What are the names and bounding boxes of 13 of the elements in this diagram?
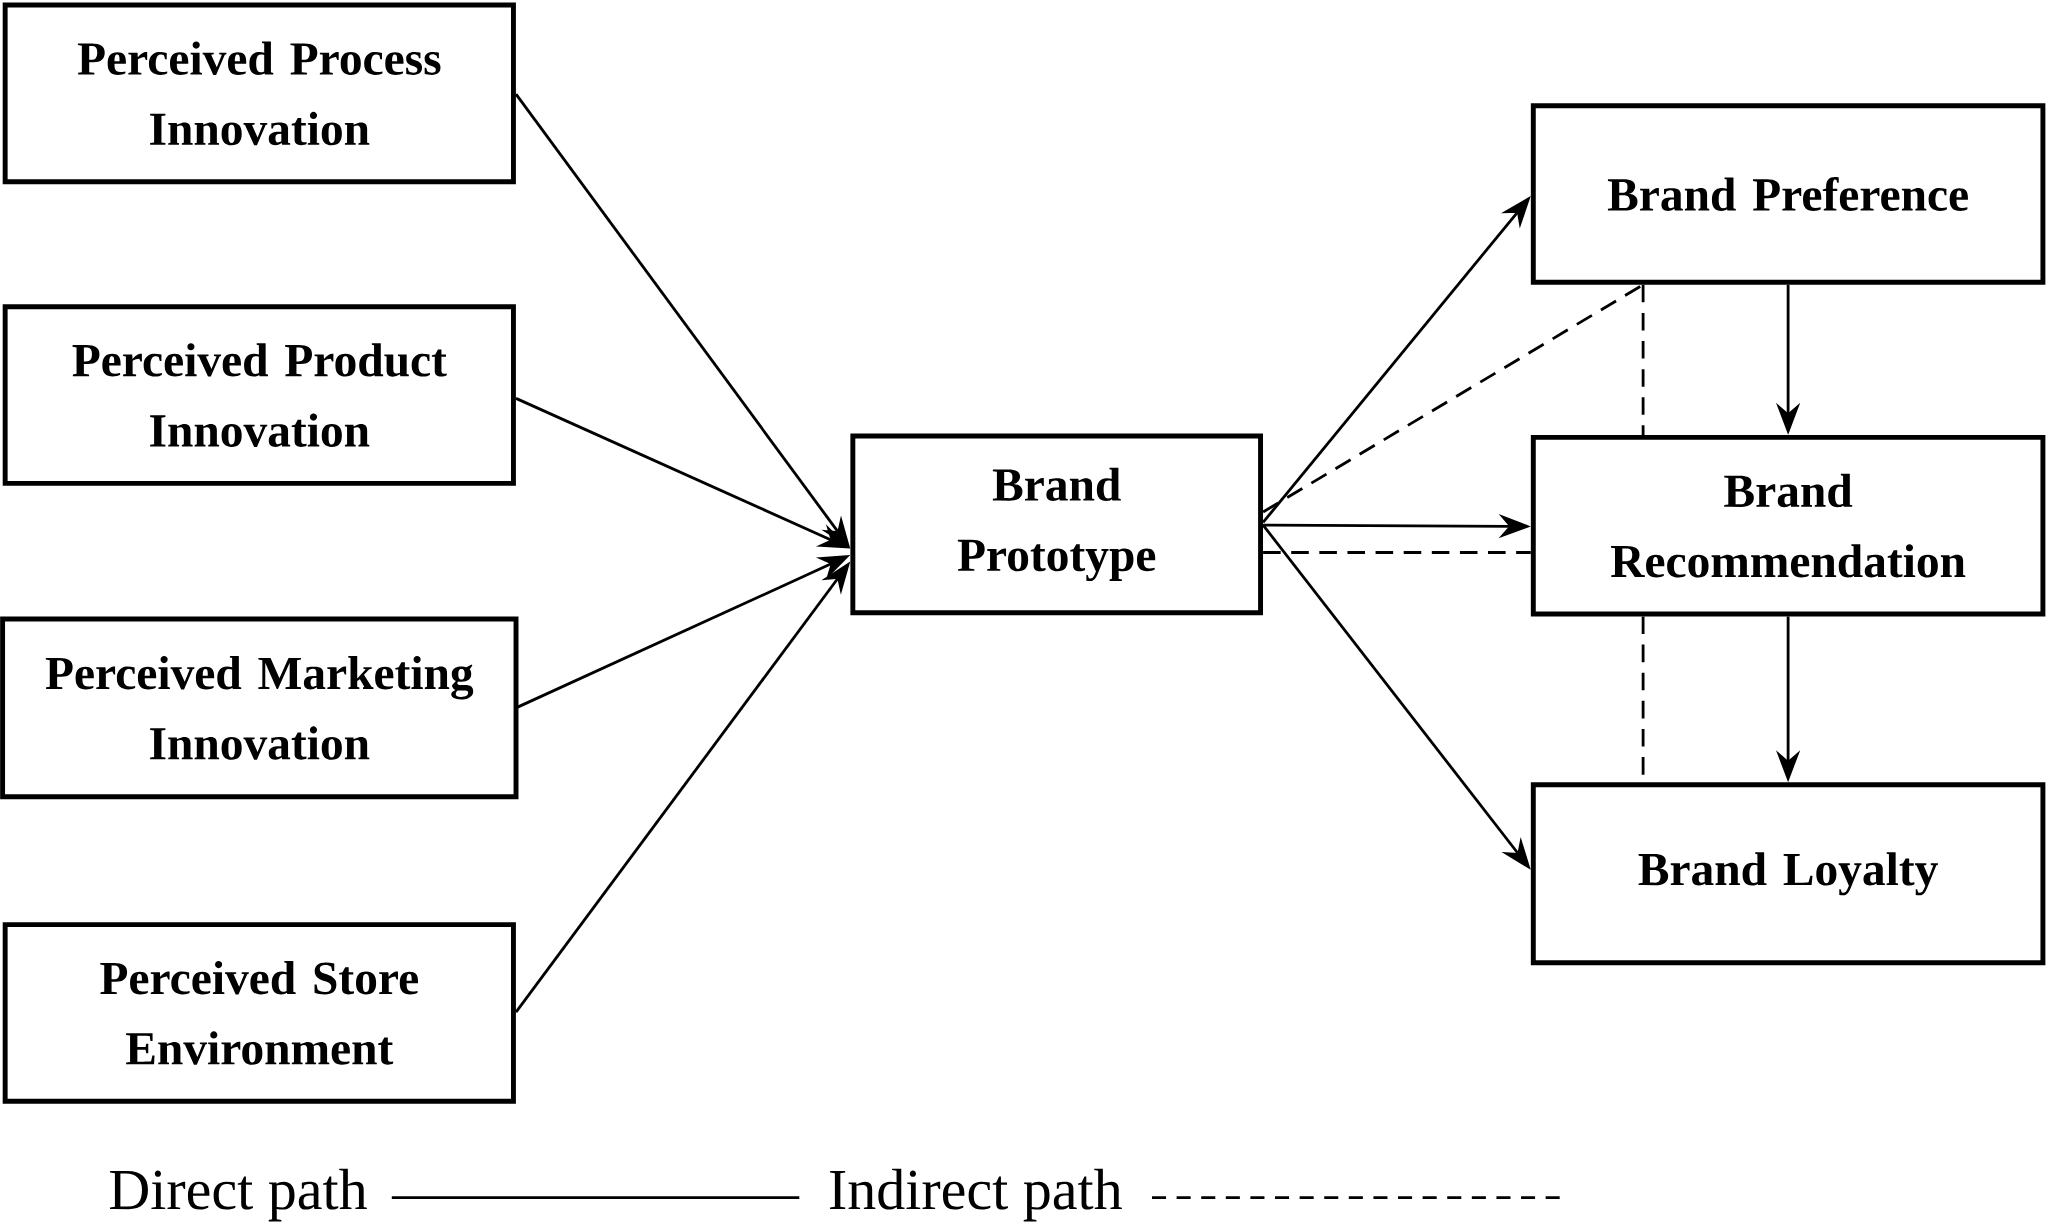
variable-box: Perceived Marketing Innovation <box>0 616 519 800</box>
variable-box: Perceived Store Environment <box>2 922 516 1104</box>
variable-box: Brand Preference <box>1530 103 2046 285</box>
variable-box: Brand Loyalty <box>1530 782 2046 966</box>
variable-box: Perceived Process Innovation <box>2 2 516 185</box>
dashed-line <box>1641 284 1645 435</box>
variable-box: Perceived Product Innovation <box>2 304 516 486</box>
dashed-line <box>1263 551 1531 554</box>
variable-box: Brand Prototype <box>850 433 1263 616</box>
dashed-line <box>1262 283 1644 514</box>
variable-box: Brand Recommendation <box>1530 434 2046 617</box>
legend-text: Direct path <box>110 1168 367 1222</box>
legend-text: Indirect path <box>830 1168 1122 1222</box>
